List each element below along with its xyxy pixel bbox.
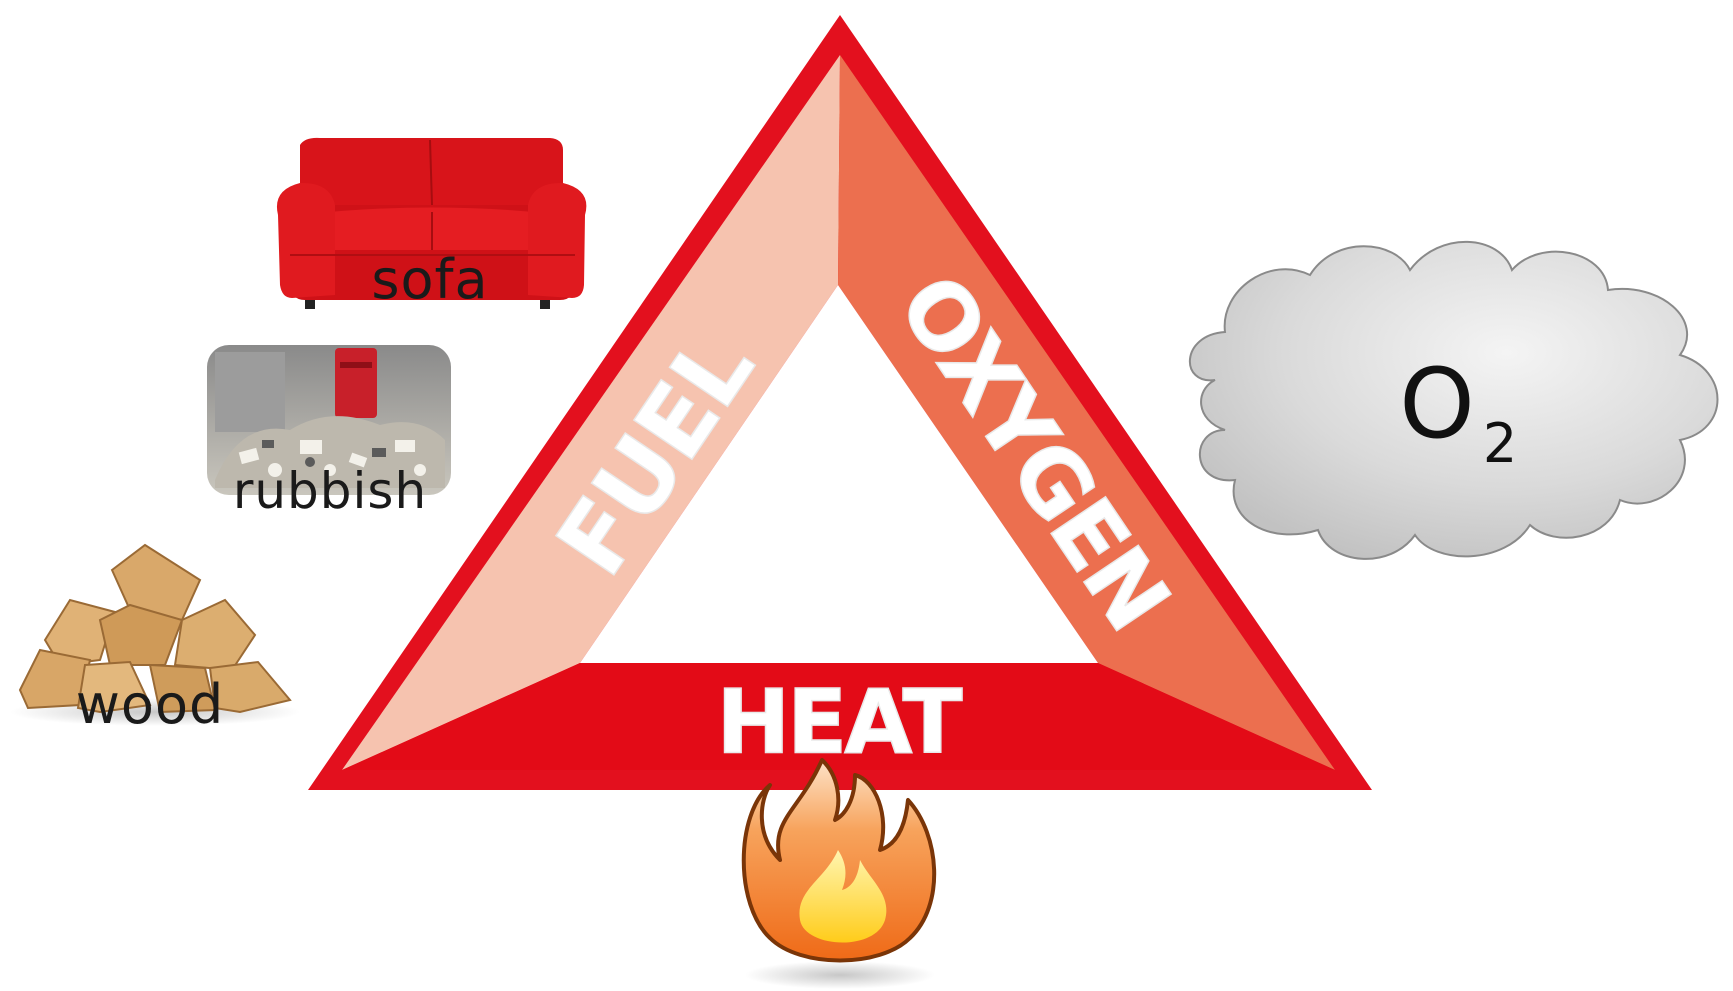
sofa-icon <box>276 137 587 309</box>
oxygen-side <box>838 55 1335 770</box>
fuel-side <box>342 55 840 770</box>
oxygen-subscript: 2 <box>1483 412 1517 475</box>
fuel-item-label-rubbish: rubbish <box>233 462 427 520</box>
heat-label: HEAT <box>716 671 962 774</box>
triangle-center <box>580 285 1098 663</box>
oxygen-symbol: O <box>1399 348 1475 460</box>
fuel-item-label-wood: wood <box>76 673 225 736</box>
rubbish-pile-icon <box>207 345 451 495</box>
flame-icon <box>741 758 937 989</box>
woodpile-icon <box>10 543 300 726</box>
heat-side <box>342 663 1335 770</box>
fuel-item-label-sofa: sofa <box>371 248 488 311</box>
cloud-icon <box>1189 240 1719 560</box>
